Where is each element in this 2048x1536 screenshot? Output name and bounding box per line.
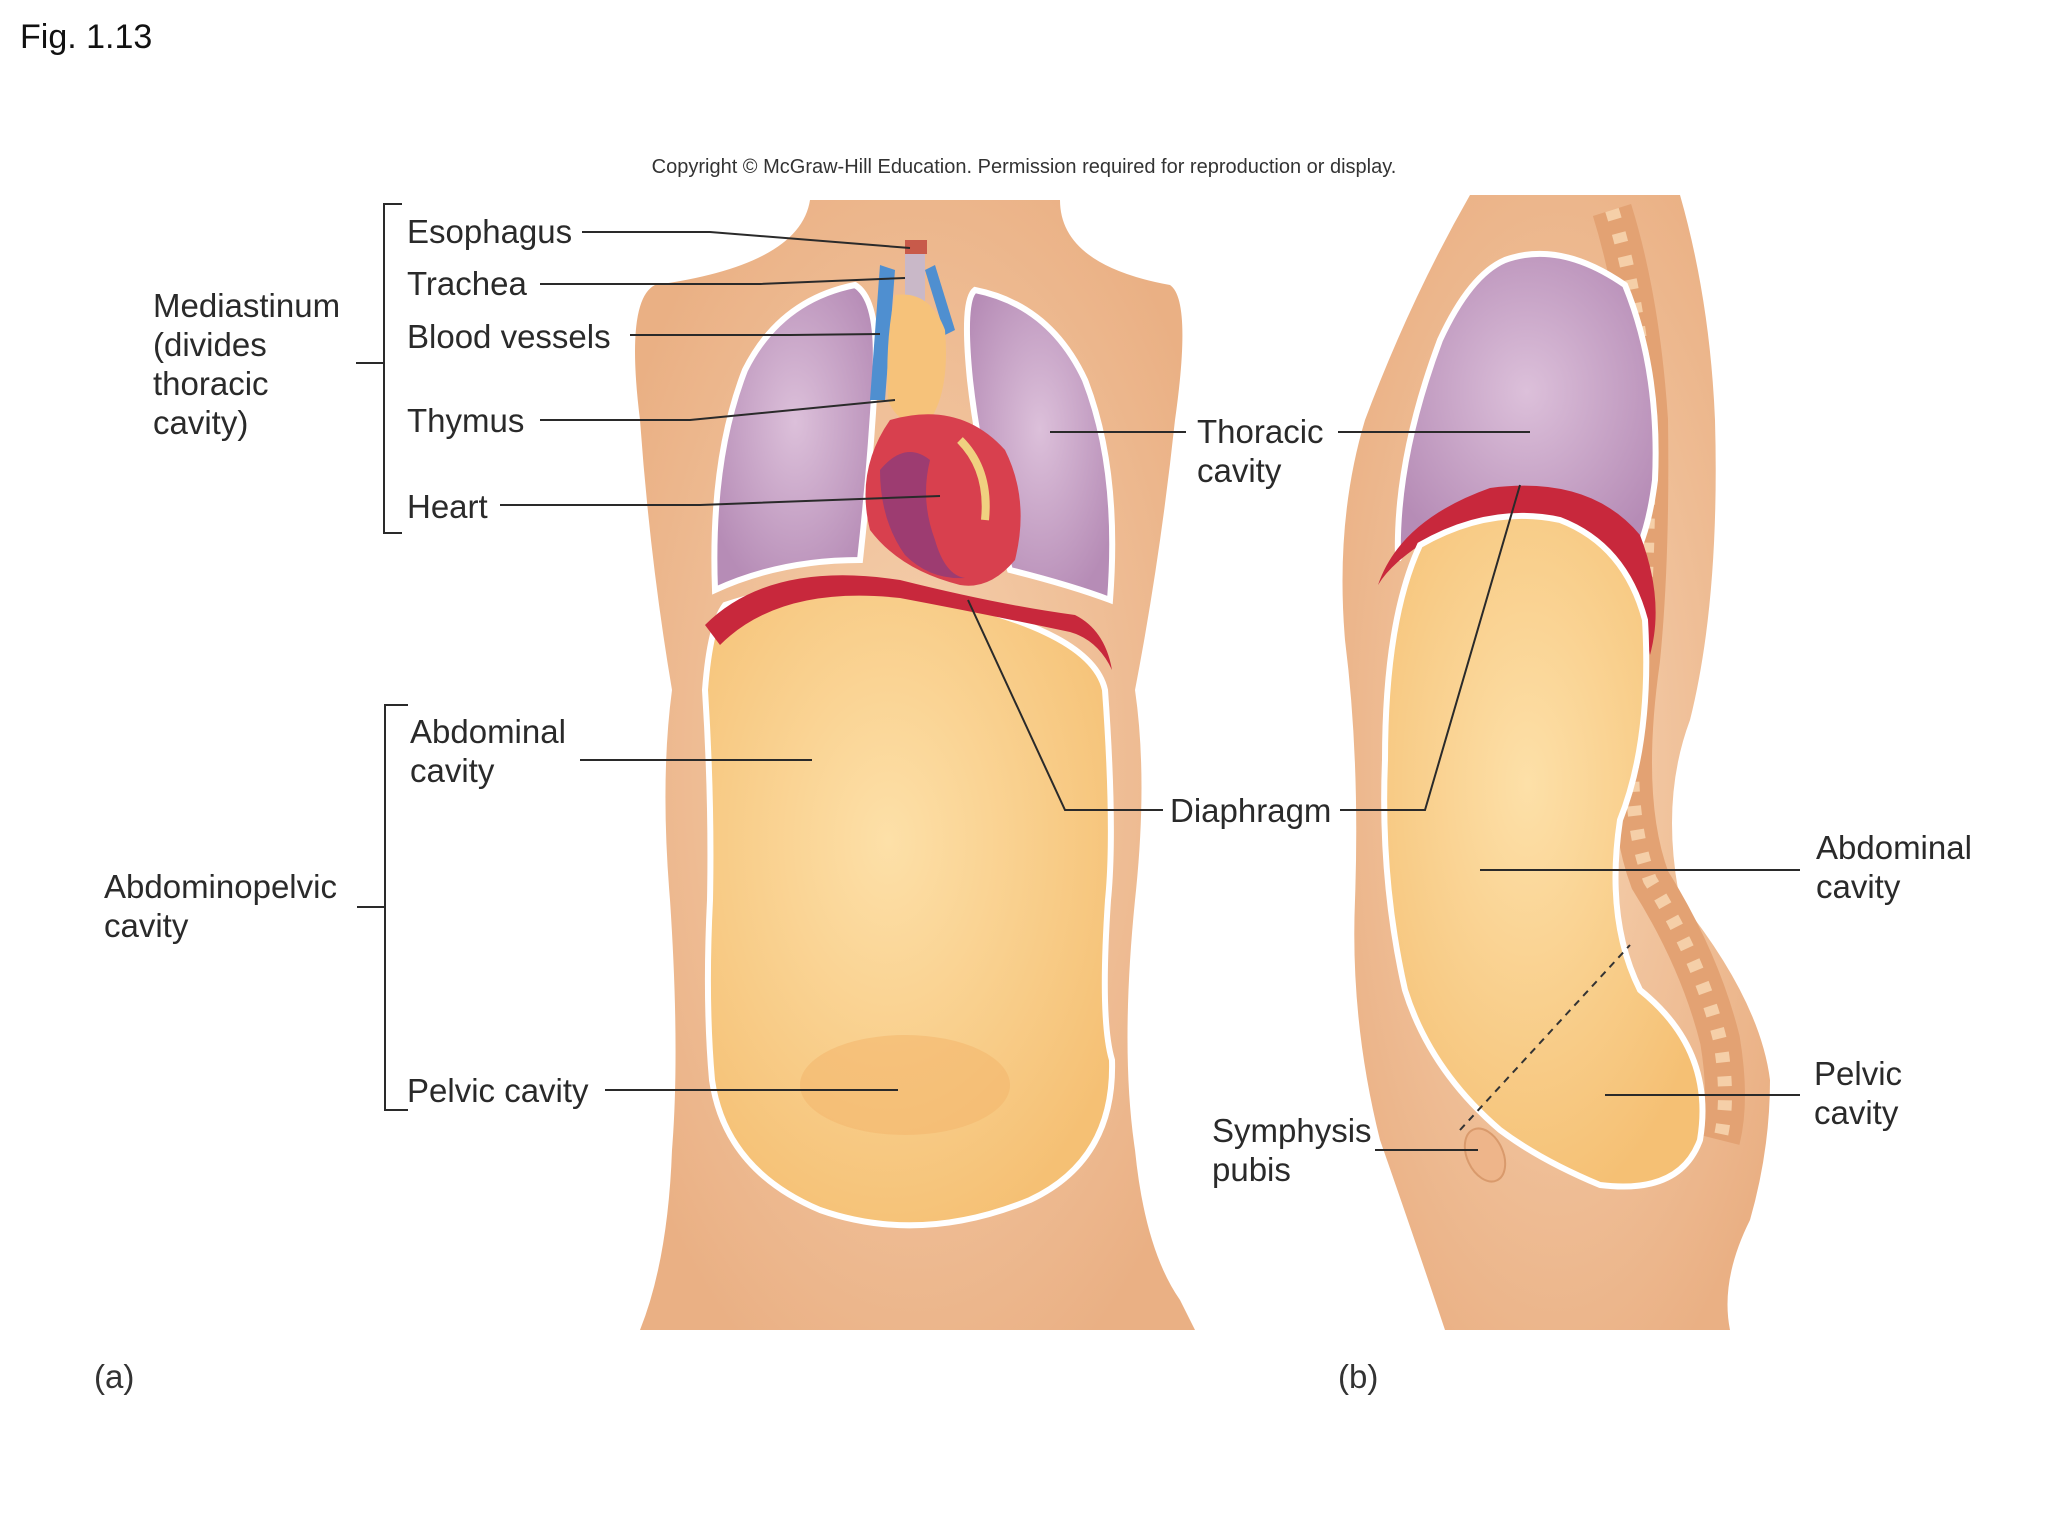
blood-vessels-leader <box>630 333 881 336</box>
heart-leader <box>500 495 941 506</box>
diaphragm-side <box>1378 485 1656 655</box>
abdominopelvic-cavity-side <box>1381 512 1706 1190</box>
leader-lines <box>356 203 1800 1151</box>
label-trachea: Trachea <box>407 265 527 302</box>
label-thoracic-cavity: Thoracic cavity <box>1197 413 1324 489</box>
heart-fat <box>957 437 990 521</box>
label-thymus: Thymus <box>407 402 525 439</box>
label-abdominal-cavity-a: Abdominal cavity <box>410 713 566 789</box>
label-abdominopelvic-cavity: Abdominopelvic cavity <box>104 868 337 944</box>
figure-title: Fig. 1.13 <box>20 18 153 56</box>
diaphragm-leader-left <box>967 599 1163 811</box>
pelvic-brim-dashed-line <box>1459 944 1631 1131</box>
abdominopelvic-bracket <box>384 704 408 1111</box>
esophagus-shape <box>905 240 927 254</box>
diaphragm-leader-right <box>1340 484 1521 811</box>
panel-b-tag: (b) <box>1338 1358 1379 1395</box>
label-symphysis-pubis: Symphysis pubis <box>1212 1112 1372 1188</box>
vessels-blue-right <box>925 265 955 335</box>
thymus-leader <box>540 399 896 421</box>
esophagus-leader <box>582 231 911 249</box>
panel-b-torso <box>1342 195 1770 1330</box>
heart-detail <box>880 452 965 579</box>
trachea-leader <box>540 277 906 285</box>
copyright-notice: Copyright © McGraw-Hill Education. Permi… <box>651 156 1397 178</box>
pelvic-basin-front <box>800 1035 1010 1135</box>
abdominopelvic-cavity-front <box>701 581 1116 1229</box>
trachea-shape <box>905 245 925 310</box>
label-pelvic-cavity-b: Pelvic cavity <box>1814 1055 1903 1131</box>
mediastinum-bracket <box>383 203 402 534</box>
label-abdominal-cavity-b: Abdominal cavity <box>1816 829 1972 905</box>
label-esophagus: Esophagus <box>407 213 573 250</box>
label-blood-vessels: Blood vessels <box>407 318 611 355</box>
label-diaphragm: Diaphragm <box>1170 792 1332 829</box>
thymus-shape <box>887 294 946 423</box>
diaphragm-front <box>705 575 1112 670</box>
label-pelvic-cavity-a: Pelvic cavity <box>407 1072 589 1109</box>
label-mediastinum: Mediastinum (divides thoracic cavity) <box>153 287 341 441</box>
panel-a-torso <box>635 200 1195 1330</box>
vessels-blue <box>870 265 895 400</box>
panel-a-tag: (a) <box>94 1358 135 1395</box>
label-heart: Heart <box>407 488 488 525</box>
symphysis-pubis-shape <box>1463 1127 1507 1183</box>
